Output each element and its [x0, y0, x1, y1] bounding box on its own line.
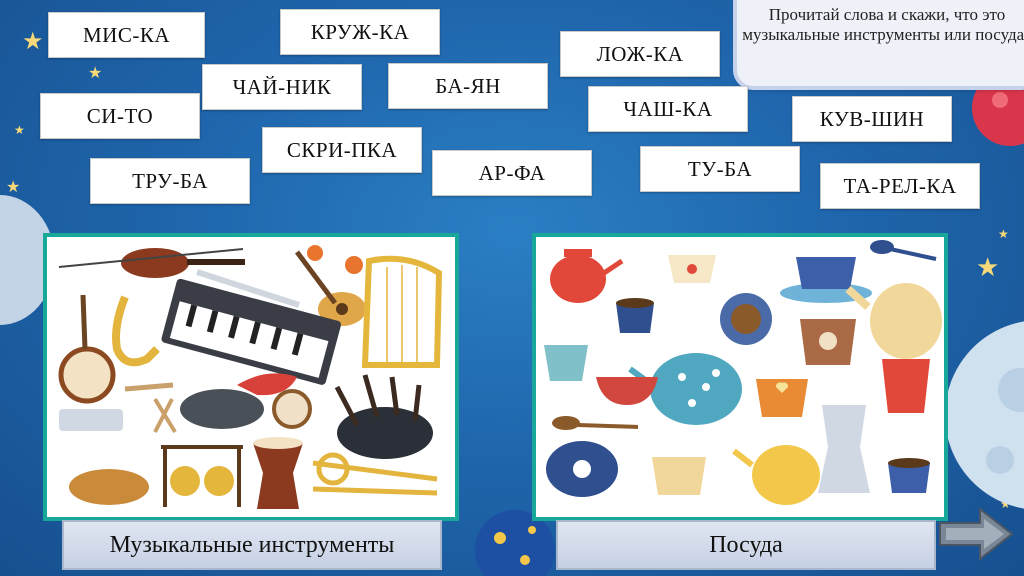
- word-card[interactable]: КУВ-ШИН: [792, 96, 952, 142]
- dishes-category-button[interactable]: Посуда: [556, 520, 936, 570]
- instruction-card: Прочитай слова и скажи, что это музыкаль…: [737, 0, 1024, 86]
- planet-icon: [475, 510, 555, 576]
- teapot-icon: [546, 441, 618, 497]
- word-label: ЛОЖ-КА: [596, 41, 684, 66]
- star-icon: ★: [14, 123, 25, 137]
- star-icon: ★: [1000, 497, 1011, 511]
- dishes-panel[interactable]: [532, 233, 948, 521]
- gong-icon: [161, 445, 243, 507]
- word-card[interactable]: АР-ФА: [432, 150, 592, 196]
- word-label: ТРУ-БА: [132, 168, 208, 193]
- word-card[interactable]: БА-ЯН: [388, 63, 548, 109]
- word-label: АР-ФА: [478, 160, 546, 185]
- word-label: СИ-ТО: [86, 103, 154, 128]
- arrow-right-icon[interactable]: [936, 505, 1016, 563]
- word-label: ТУ-БА: [687, 156, 753, 181]
- word-label: МИС-КА: [82, 22, 170, 47]
- dishes-category-label: Посуда: [709, 531, 783, 558]
- teapot-icon: [732, 445, 820, 505]
- word-card[interactable]: ТА-РЕЛ-КА: [820, 163, 980, 209]
- teapot-icon: [550, 249, 624, 303]
- word-label: КРУЖ-КА: [310, 19, 410, 44]
- word-card[interactable]: ЧАЙ-НИК: [202, 64, 362, 110]
- trombone-icon: [312, 452, 438, 496]
- word-label: ЧАЙ-НИК: [232, 74, 332, 99]
- word-label: СКРИ-ПКА: [286, 137, 398, 162]
- word-label: ТА-РЕЛ-КА: [843, 173, 957, 198]
- word-card[interactable]: СИ-ТО: [40, 93, 200, 139]
- instruments-category-button[interactable]: Музыкальные инструменты: [62, 520, 442, 570]
- instruments-category-label: Музыкальные инструменты: [109, 531, 395, 558]
- harp-icon: [361, 255, 443, 368]
- word-card[interactable]: ТРУ-БА: [90, 158, 250, 204]
- planet-icon: [972, 78, 1024, 146]
- instruments-illustration: [58, 245, 443, 509]
- word-card[interactable]: СКРИ-ПКА: [262, 127, 422, 173]
- banjo-icon: [58, 294, 116, 404]
- word-card[interactable]: ТУ-БА: [640, 146, 800, 192]
- star-icon: ★: [22, 29, 44, 55]
- dishes-illustration: [544, 240, 942, 505]
- guitar-icon: [294, 250, 366, 326]
- word-label: БА-ЯН: [435, 73, 501, 98]
- word-card[interactable]: МИС-КА: [48, 12, 205, 58]
- word-label: КУВ-ШИН: [819, 106, 925, 131]
- bagpipe-icon: [334, 374, 433, 459]
- planet-icon: [0, 195, 55, 325]
- keyboard-icon: [161, 278, 341, 385]
- violin-icon: [58, 248, 245, 278]
- instruction-text: Прочитай слова и скажи, что это музыкаль…: [742, 5, 1024, 44]
- instruments-panel[interactable]: [43, 233, 459, 521]
- star-icon: ★: [976, 253, 1000, 282]
- word-label: ЧАШ-КА: [623, 96, 713, 121]
- kettle-icon: [845, 283, 942, 359]
- star-icon: ★: [998, 227, 1009, 241]
- star-icon: ★: [6, 179, 21, 196]
- star-icon: ★: [88, 65, 103, 82]
- word-card[interactable]: ЛОЖ-КА: [560, 31, 720, 77]
- planet-icon: [945, 321, 1024, 509]
- word-card[interactable]: КРУЖ-КА: [280, 9, 440, 55]
- word-card[interactable]: ЧАШ-КА: [588, 86, 748, 132]
